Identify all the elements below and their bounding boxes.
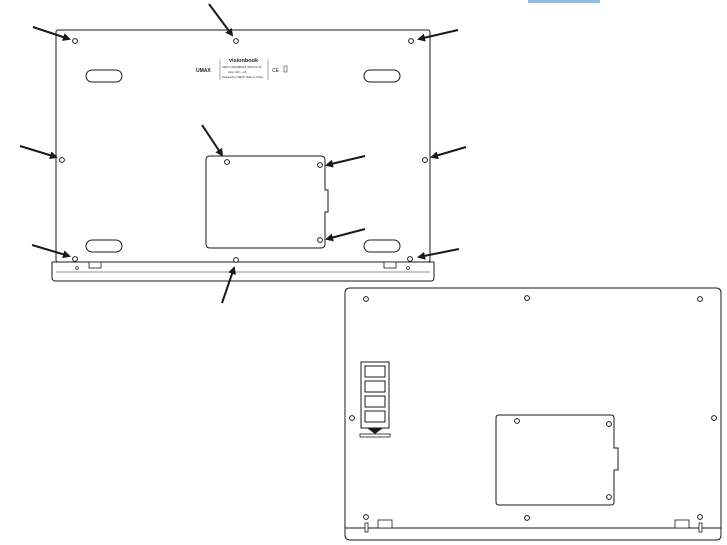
cert-marks-text: CE: [272, 68, 280, 74]
rubber-foot: [85, 239, 123, 253]
hinge-tab-left: [88, 261, 102, 269]
screw-hole-icon: [514, 418, 520, 424]
screw-holes-bottom: [349, 295, 717, 521]
arrow-icon: [430, 146, 467, 160]
screw-hole-icon: [317, 162, 323, 168]
arrow-icon: [417, 29, 459, 42]
product-label: UMAX visionbook UMAX VISIONBOOK 15WJ PLU…: [196, 58, 288, 80]
screw-hole-icon: [606, 421, 612, 427]
label-line-3: Designed by UMAX, Made in China: [222, 75, 263, 79]
screw-hole-icon: [317, 237, 323, 243]
screw-hole-icon: [606, 494, 612, 500]
arrow-icon: [221, 266, 236, 304]
front-post: [364, 522, 369, 533]
service-panel: [495, 414, 619, 506]
brand-top-text: visionbook: [229, 58, 259, 64]
highlight-bar: [528, 0, 600, 3]
screw-hole-icon: [711, 415, 717, 421]
screw-hole-icon: [524, 515, 530, 521]
screw-holes-top: [59, 38, 428, 270]
screw-hole-icon: [224, 159, 230, 165]
top-cover-front-edge: [51, 261, 435, 282]
arrow-icon: [325, 228, 366, 242]
screw-hole-icon: [59, 157, 65, 163]
arrows: [19, 3, 467, 304]
bottom-cover-front-edge: [344, 527, 722, 541]
rubber-foot: [363, 69, 401, 83]
screw-hole-icon: [697, 296, 703, 302]
screw-hole-icon: [233, 38, 239, 44]
brand-left-text: UMAX: [196, 68, 211, 74]
label-line-2: Input: 12V ⎓ 2A: [228, 70, 247, 74]
arrow-icon: [417, 248, 460, 260]
arrow-icon: [31, 244, 71, 259]
arrow-icon: [201, 124, 224, 157]
screw-hole-icon: [407, 256, 413, 262]
label-line-1: UMAX VISIONBOOK 15WJ PLUS: [222, 65, 262, 69]
screw-hole-icon: [406, 266, 410, 270]
service-panel: [205, 155, 329, 249]
screw-hole-icon: [363, 514, 369, 520]
rubber-foot: [363, 239, 401, 253]
screw-hole-icon: [349, 415, 355, 421]
screw-hole-icon: [72, 38, 78, 44]
screw-hole-icon: [233, 257, 239, 263]
arrow-icon: [208, 3, 234, 37]
screw-hole-icon: [75, 266, 79, 270]
arrow-icon: [32, 26, 71, 41]
screw-hole-icon: [422, 157, 428, 163]
screw-hole-icon: [524, 295, 530, 301]
arrow-icon: [325, 155, 366, 168]
screw-hole-icon: [408, 38, 414, 44]
hinge-tab-left: [377, 519, 393, 529]
ram-module-icon: [359, 361, 391, 438]
screw-hole-icon: [72, 256, 78, 262]
laptop-bottom-cover-bottom: [344, 287, 722, 541]
screw-hole-icon: [363, 296, 369, 302]
hinge-tab-right: [383, 261, 397, 269]
rubber-foot: [85, 69, 123, 83]
screw-hole-icon: [697, 514, 703, 520]
front-post: [698, 522, 703, 533]
laptop-bottom-cover-top: UMAX visionbook UMAX VISIONBOOK 15WJ PLU…: [19, 3, 467, 304]
bin-icon: [283, 65, 288, 73]
hinge-tab-right: [674, 519, 690, 529]
arrow-icon: [19, 145, 58, 160]
